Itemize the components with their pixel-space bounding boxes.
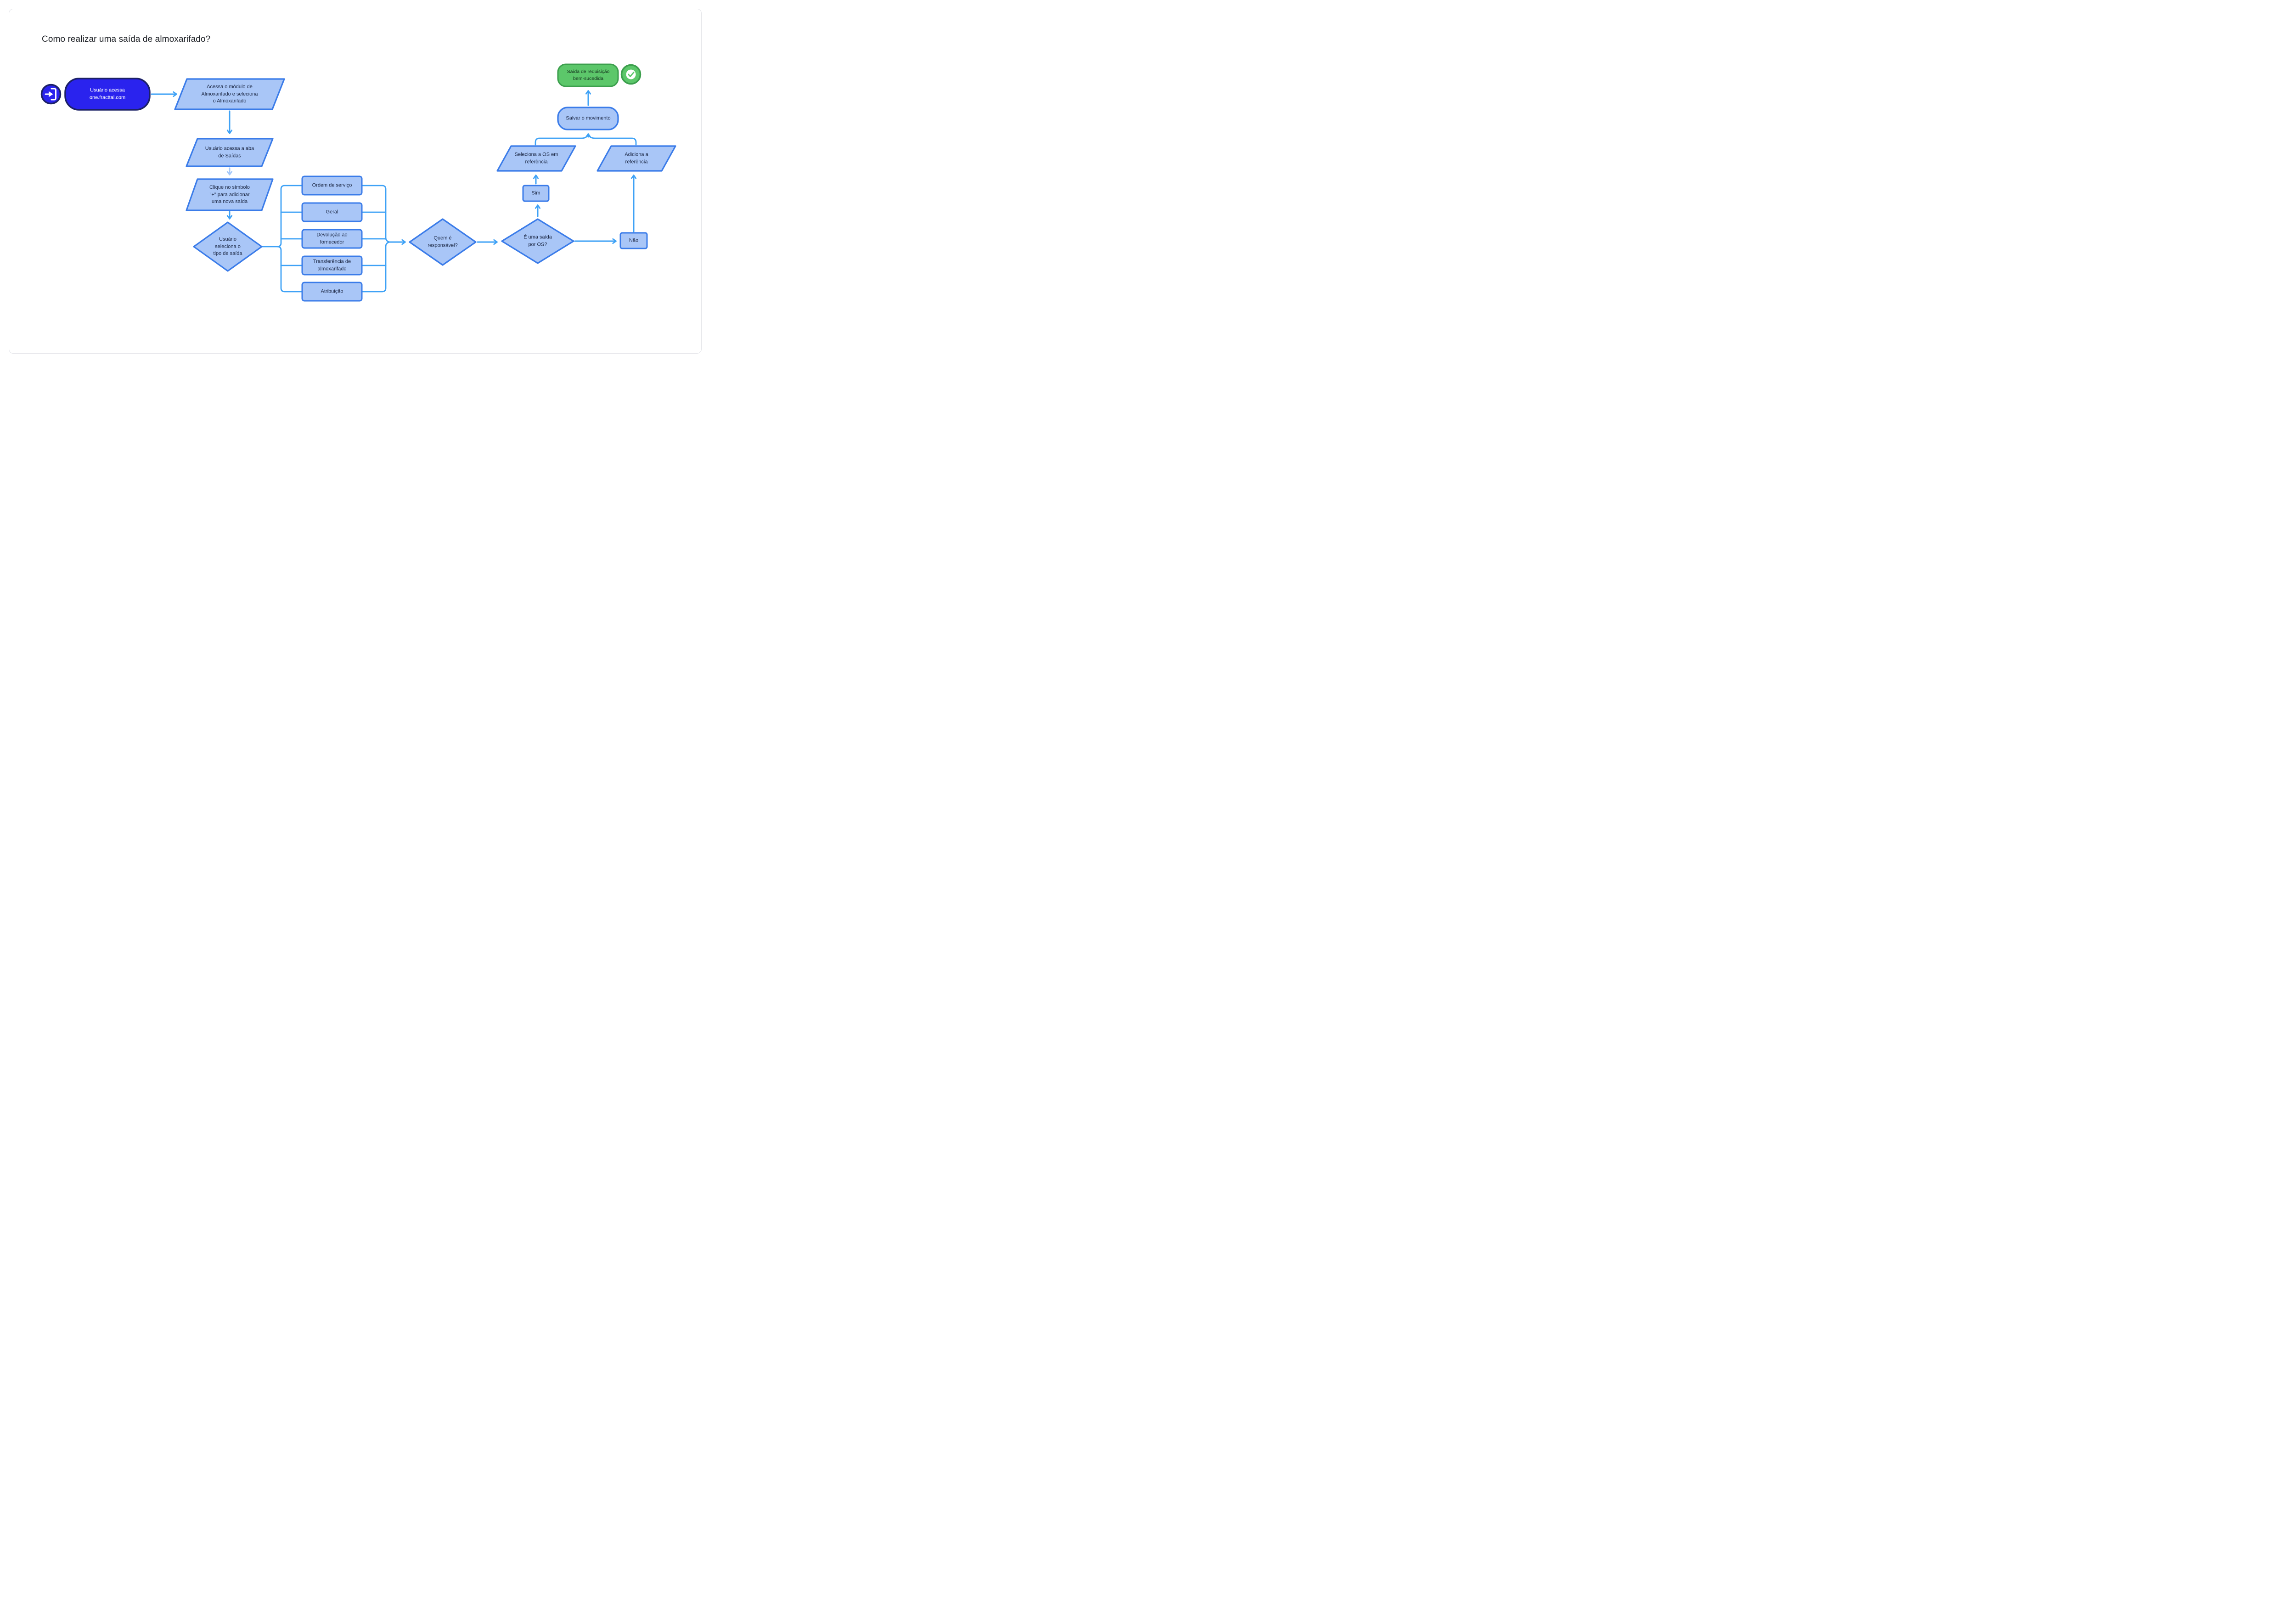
- node-add-ref[interactable]: [597, 145, 676, 172]
- node-save-movement[interactable]: [557, 107, 619, 130]
- node-access-module[interactable]: [174, 78, 285, 110]
- login-icon: [40, 84, 62, 105]
- node-select-os-ref[interactable]: [496, 145, 576, 172]
- check-icon: [620, 64, 642, 85]
- node-select-type[interactable]: [193, 221, 263, 272]
- node-start[interactable]: [64, 78, 151, 111]
- node-opt-service-order[interactable]: [301, 175, 363, 196]
- node-who-responsible[interactable]: [409, 218, 477, 266]
- brace-type-options: [261, 185, 303, 293]
- flowchart-layer: [40, 63, 676, 302]
- node-click-plus[interactable]: [186, 178, 274, 211]
- node-opt-return-supplier[interactable]: [301, 229, 363, 249]
- node-no[interactable]: [619, 232, 648, 249]
- node-access-tab[interactable]: [186, 138, 274, 167]
- node-opt-general[interactable]: [301, 202, 363, 222]
- flowchart-canvas: Como realizar uma saída de almoxarifado?: [0, 0, 710, 357]
- node-success[interactable]: [557, 63, 619, 87]
- node-opt-assignment[interactable]: [301, 282, 363, 302]
- bracket-refs-to-save: [535, 134, 637, 146]
- page-title: Como realizar uma saída de almoxarifado?: [42, 34, 211, 44]
- spine-options-merge: [361, 185, 390, 293]
- connectors: [151, 90, 637, 293]
- node-opt-transfer[interactable]: [301, 255, 363, 276]
- node-is-os-exit[interactable]: [501, 218, 574, 264]
- node-yes[interactable]: [522, 185, 550, 202]
